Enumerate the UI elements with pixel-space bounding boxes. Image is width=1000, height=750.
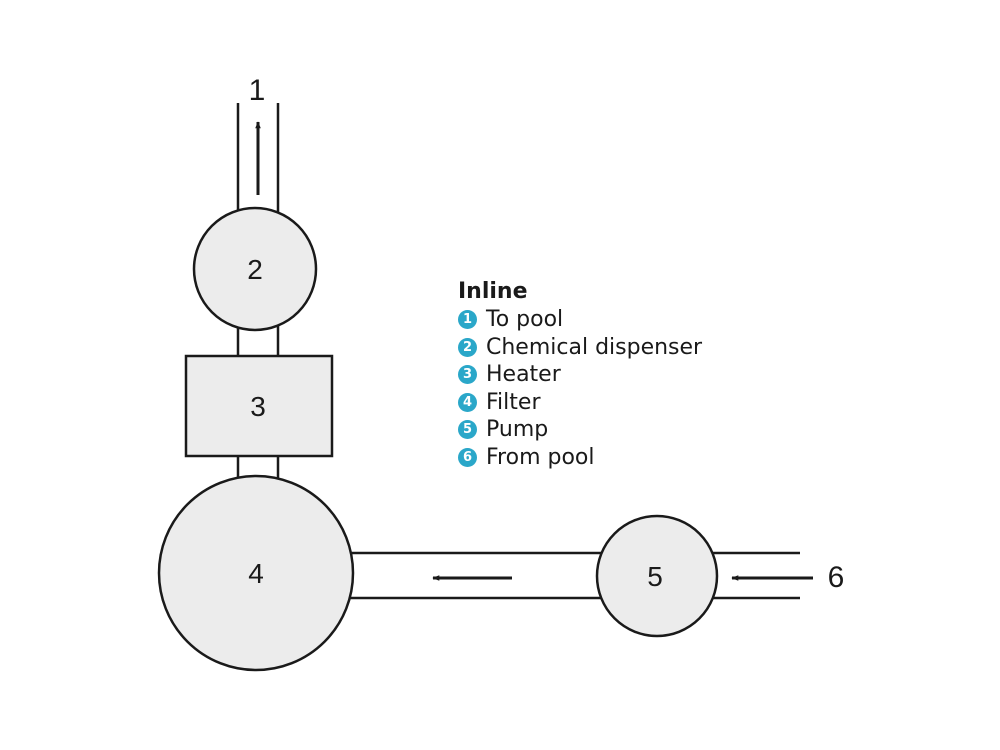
number-1-badge-icon: 1 [458, 310, 477, 330]
endpoint-label-1: 1 [249, 74, 266, 107]
legend-item-2: 2 Chemical dispenser [458, 334, 702, 362]
legend-item-label: To pool [486, 307, 564, 332]
component-4-circle [157, 474, 355, 672]
component-3: 3 [184, 354, 334, 458]
component-5-circle [595, 514, 719, 638]
number-4-badge-icon: 4 [458, 392, 477, 412]
number-6-badge-icon: 6 [458, 447, 477, 467]
number-3-badge-icon: 3 [458, 365, 477, 385]
legend-item-label: From pool [486, 444, 595, 470]
number-5-badge-icon: 5 [458, 420, 477, 440]
component-2: 2 [192, 206, 318, 332]
legend-item-5: 5 Pump [458, 416, 702, 444]
component-2-label: 2 [247, 254, 263, 285]
endpoint-label-6: 6 [828, 561, 845, 594]
legend-item-label: Filter [486, 389, 541, 415]
legend-item-4: 4 Filter [458, 389, 702, 417]
legend-item-label: Heater [486, 362, 561, 387]
component-3-box [184, 354, 334, 458]
legend-item-6: 6 From pool [458, 444, 702, 472]
flow-arrows [255, 121, 813, 581]
pipes [236, 103, 800, 600]
component-3-label: 3 [250, 391, 266, 422]
legend-item-3: 3 Heater [458, 361, 702, 389]
legend-title: Inline [458, 279, 528, 304]
number-2-badge-icon: 2 [458, 337, 477, 357]
component-4: 4 [157, 474, 355, 672]
legend-item-1: 1 To pool [458, 306, 702, 334]
legend-item-label: Pump [486, 417, 549, 442]
legend-item-label: Chemical dispenser [486, 334, 703, 360]
component-5-label: 5 [647, 561, 663, 592]
component-2-circle [192, 206, 318, 332]
component-5: 5 [595, 514, 719, 638]
legend: Inline 1 To pool 2 Chemical dispenser 3 … [458, 278, 702, 471]
component-4-label: 4 [248, 558, 264, 589]
